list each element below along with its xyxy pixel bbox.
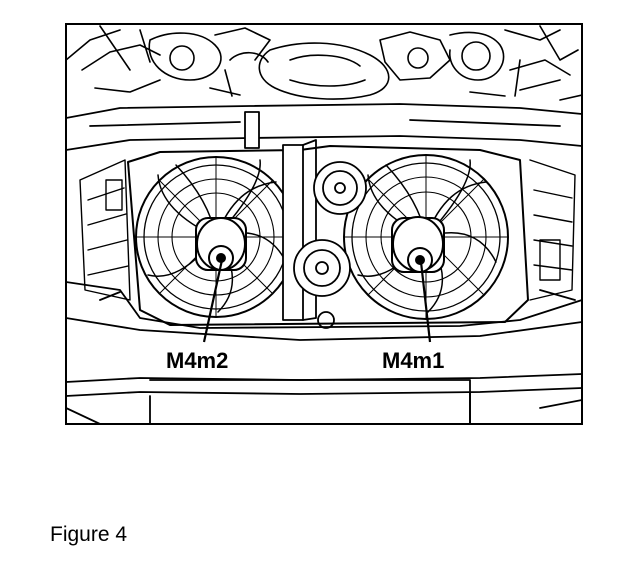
left-fan-motor xyxy=(195,217,247,271)
engine-components-top xyxy=(66,25,582,101)
figure-caption: Figure 4 xyxy=(50,523,128,546)
side-radiators xyxy=(79,159,576,301)
leader-m4m1 xyxy=(419,261,432,343)
fan-shroud xyxy=(127,145,529,326)
leader-m4m2 xyxy=(202,259,224,343)
right-fan-motor xyxy=(391,216,445,273)
callout-label-m4m1: M4m1 xyxy=(382,348,444,373)
upper-cross-member xyxy=(66,103,582,151)
callout-label-m4m2: M4m2 xyxy=(166,348,228,373)
figure-frame xyxy=(65,23,583,425)
center-pulleys xyxy=(282,139,367,329)
callout-leaders xyxy=(202,259,432,343)
front-bumper xyxy=(66,281,582,424)
